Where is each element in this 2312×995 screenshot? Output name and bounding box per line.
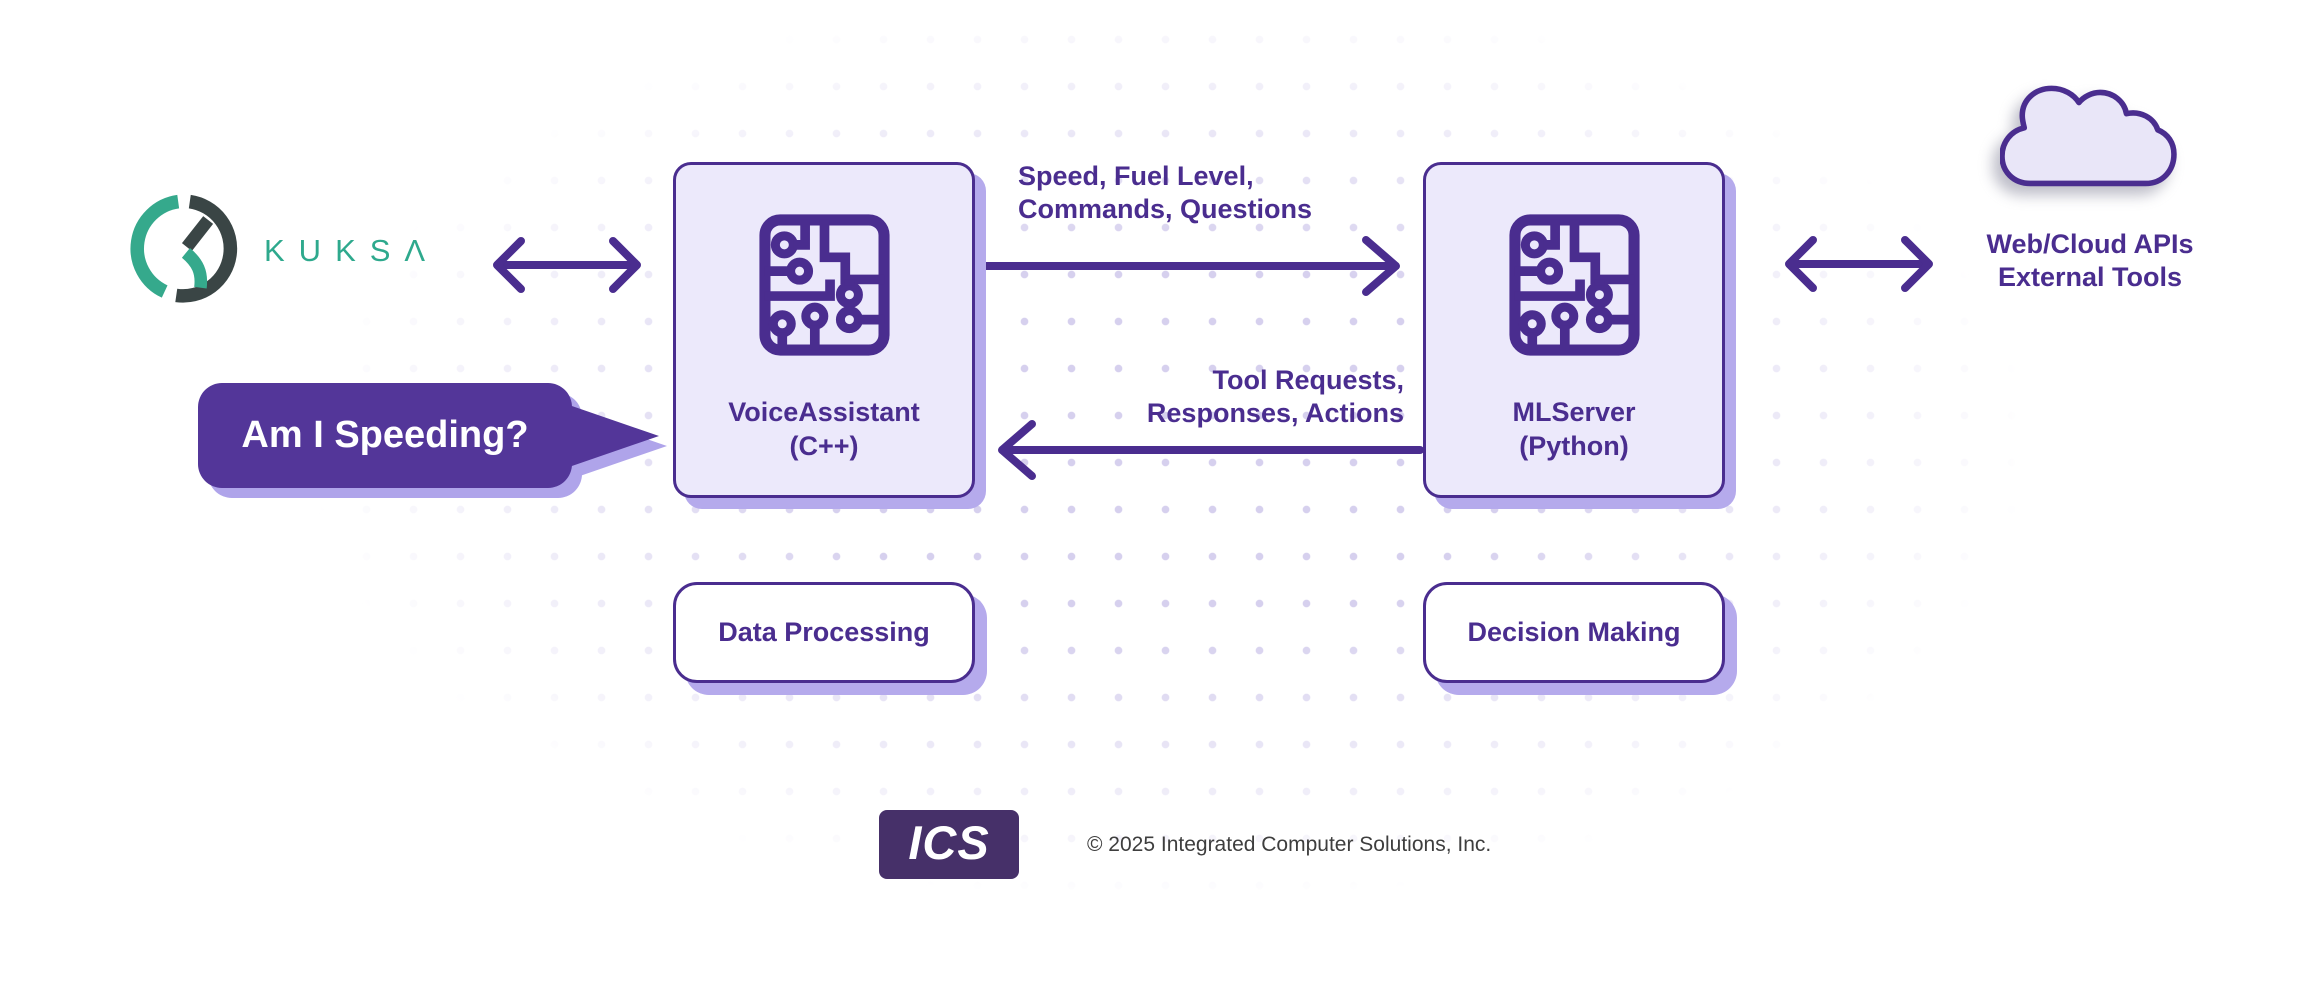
mlserver-title: MLServer bbox=[1512, 397, 1636, 427]
kuksa-brand-text: KUKSΛ bbox=[264, 233, 440, 268]
ml-to-voice-arrow-label: Tool Requests, Responses, Actions bbox=[1146, 365, 1404, 428]
arrow-voice-to-ml bbox=[974, 236, 1400, 296]
ics-logo: ICS bbox=[879, 810, 1019, 879]
circuit-chip-icon bbox=[1508, 213, 1641, 357]
cloud-label: Web/Cloud APIs External Tools bbox=[1986, 229, 2194, 292]
circuit-chip-icon bbox=[758, 213, 891, 357]
cloud-icon bbox=[1999, 85, 2178, 204]
mlserver-subtitle: (Python) bbox=[1519, 431, 1629, 461]
arrow-kuksa-voiceassistant bbox=[493, 237, 641, 293]
arrow-ml-cloud bbox=[1785, 236, 1933, 292]
kuksa-brand: KUKSΛ bbox=[126, 191, 439, 307]
voice-to-ml-arrow-label: Speed, Fuel Level, Commands, Questions bbox=[1018, 161, 1313, 224]
speech-bubble-tail bbox=[569, 404, 659, 467]
mlserver-node: MLServer (Python) bbox=[1423, 162, 1725, 498]
speech-bubble: Am I Speeding? bbox=[198, 383, 667, 488]
copyright-text: © 2025 Integrated Computer Solutions, In… bbox=[1087, 833, 1492, 856]
arrow-ml-to-voice bbox=[998, 420, 1424, 480]
voiceassistant-subtitle: (C++) bbox=[789, 431, 859, 461]
kuksa-logo-icon bbox=[130, 194, 238, 303]
voiceassistant-title: VoiceAssistant bbox=[728, 397, 920, 427]
speech-bubble-text: Am I Speeding? bbox=[241, 414, 529, 456]
data-processing-box: Data Processing bbox=[673, 582, 975, 683]
voiceassistant-node: VoiceAssistant (C++) bbox=[673, 162, 975, 498]
decision-making-box: Decision Making bbox=[1423, 582, 1725, 683]
